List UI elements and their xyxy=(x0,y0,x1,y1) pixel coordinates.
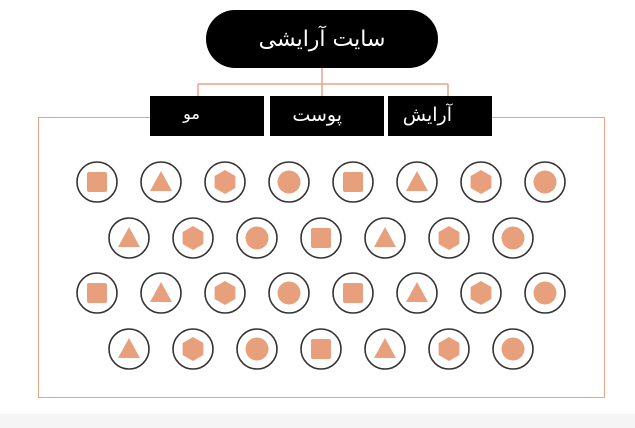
category-hair[interactable]: مو xyxy=(150,96,264,136)
frame-top-right xyxy=(492,117,605,118)
frame-top-left xyxy=(38,117,150,118)
circle-icon xyxy=(492,328,534,370)
circle-icon xyxy=(492,217,534,259)
triangle-icon xyxy=(396,272,438,314)
square-icon xyxy=(76,161,118,203)
category-hair-label: مو xyxy=(183,104,200,123)
circle-icon xyxy=(236,217,278,259)
triangle-icon xyxy=(396,161,438,203)
triangle-icon xyxy=(140,272,182,314)
category-skin-label: پوست xyxy=(292,104,342,126)
hexagon-icon xyxy=(172,217,214,259)
triangle-icon xyxy=(364,217,406,259)
hexagon-icon xyxy=(460,272,502,314)
site-title: سایت آرایشی xyxy=(206,10,438,68)
circle-icon xyxy=(524,161,566,203)
category-skin[interactable]: پوست xyxy=(270,96,384,136)
square-icon xyxy=(332,161,374,203)
square-icon xyxy=(300,328,342,370)
category-makeup[interactable]: آرایش xyxy=(388,96,492,136)
circle-icon xyxy=(268,161,310,203)
circle-icon xyxy=(236,328,278,370)
circle-icon xyxy=(268,272,310,314)
square-icon xyxy=(332,272,374,314)
triangle-icon xyxy=(108,328,150,370)
content-frame xyxy=(38,117,605,398)
triangle-icon xyxy=(140,161,182,203)
circle-icon xyxy=(524,272,566,314)
hexagon-icon xyxy=(460,161,502,203)
category-makeup-label: آرایش xyxy=(402,104,452,126)
square-icon xyxy=(300,217,342,259)
hexagon-icon xyxy=(172,328,214,370)
hexagon-icon xyxy=(428,328,470,370)
triangle-icon xyxy=(364,328,406,370)
hexagon-icon xyxy=(204,161,246,203)
hexagon-icon xyxy=(428,217,470,259)
hexagon-icon xyxy=(204,272,246,314)
triangle-icon xyxy=(108,217,150,259)
square-icon xyxy=(76,272,118,314)
bottom-band xyxy=(0,414,635,428)
